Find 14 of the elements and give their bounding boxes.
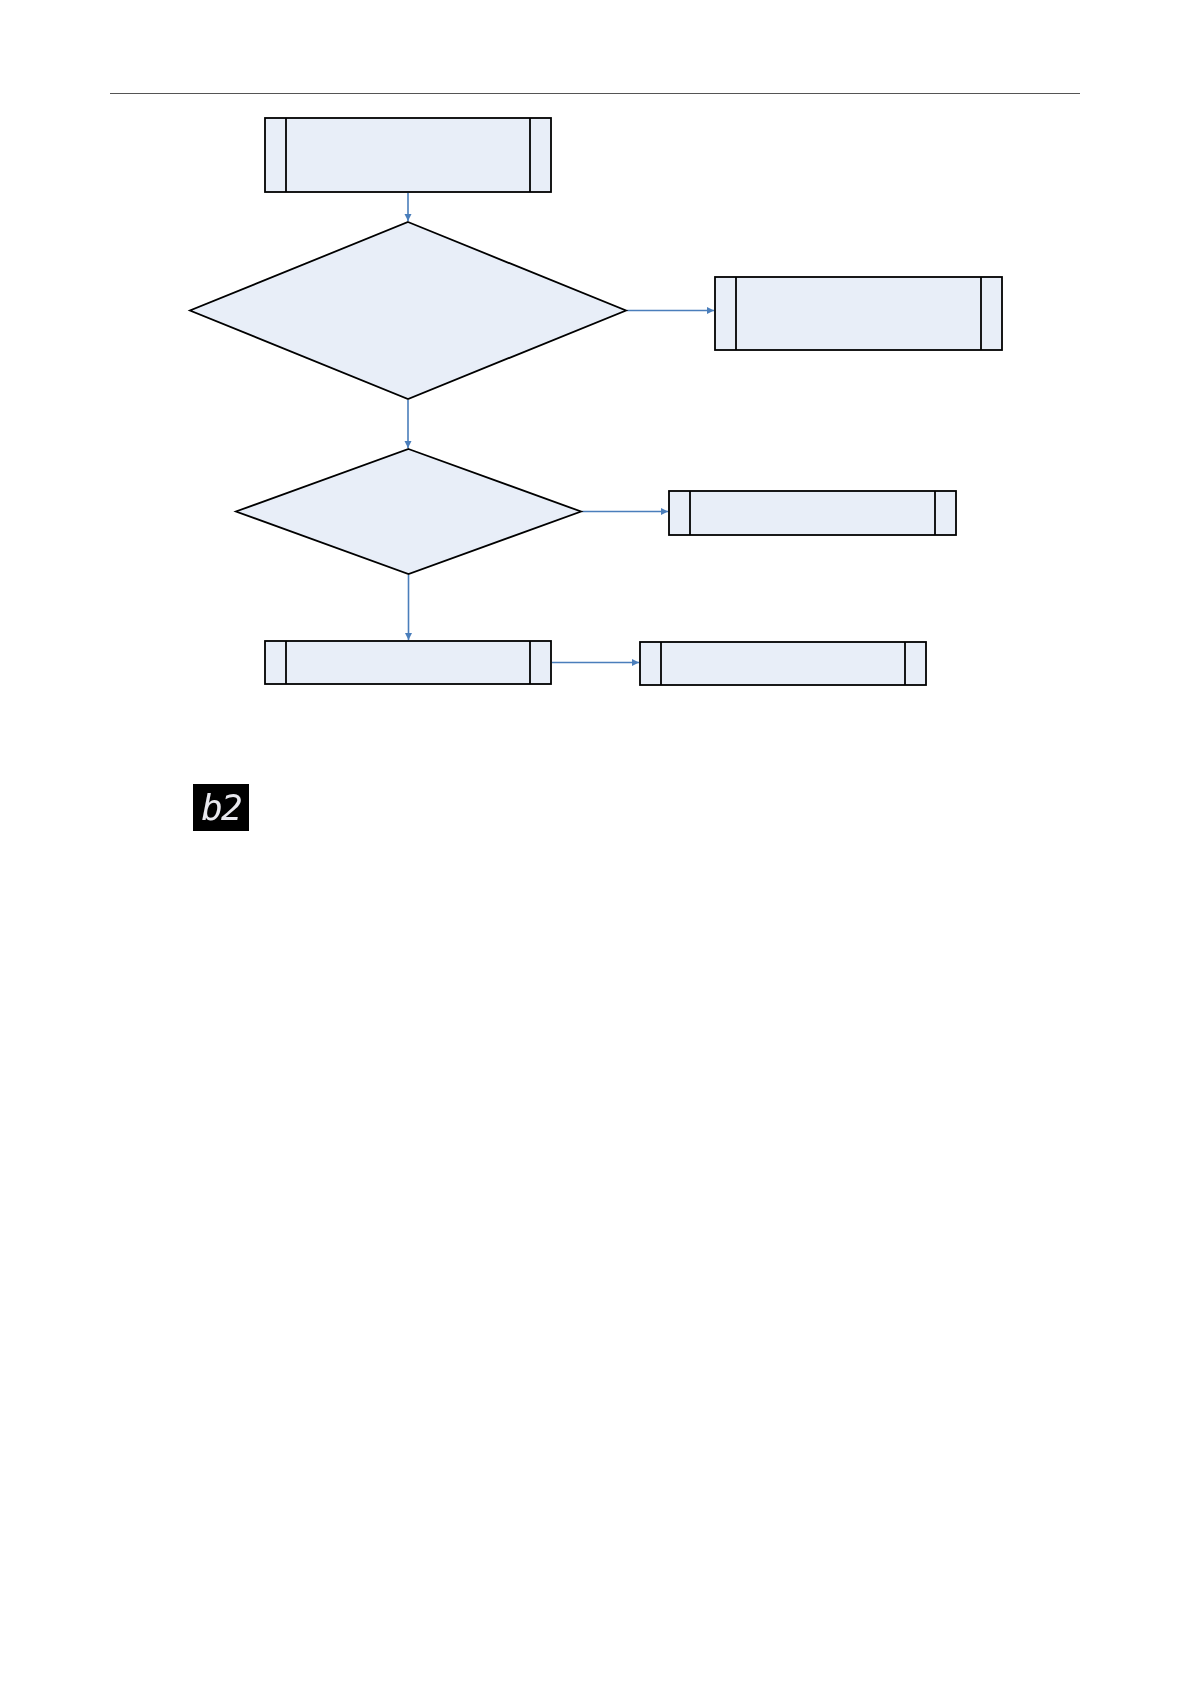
arrow (404, 574, 413, 641)
arrow (626, 306, 715, 315)
arrow (581, 507, 669, 516)
arrow (551, 658, 640, 667)
display-readout: b2 (193, 784, 249, 831)
predefined-process-box (668, 490, 957, 536)
predefined-process-box (714, 276, 1003, 351)
predefined-process-box (639, 641, 927, 686)
arrow (404, 192, 412, 222)
predefined-process-box (264, 640, 552, 685)
decision-diamond (235, 448, 582, 575)
predefined-process-box (264, 117, 552, 193)
arrow (404, 399, 412, 449)
decision-diamond (189, 221, 627, 400)
